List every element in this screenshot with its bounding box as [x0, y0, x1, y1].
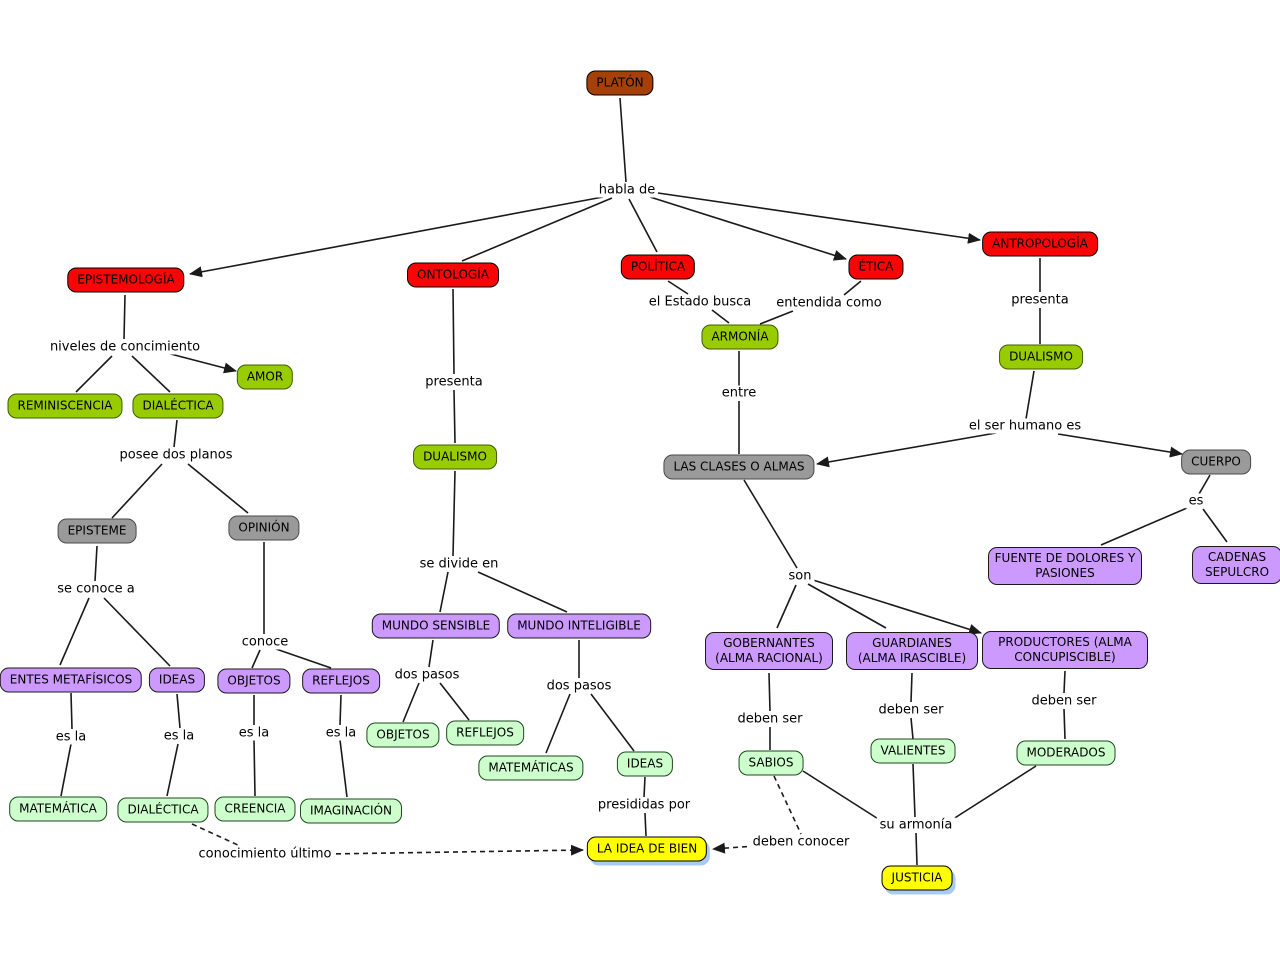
node-las-clases-o-almas[interactable]: LAS CLASES O ALMAS	[663, 454, 815, 480]
node-dialectica[interactable]: DIALÉCTICA	[132, 393, 224, 419]
node-dialectica-nivel[interactable]: DIALÉCTICA	[117, 797, 209, 823]
edge-label-el-estado-busca: el Estado busca	[645, 294, 755, 310]
edge-label-habla-de: habla de	[595, 182, 659, 198]
edge-label-deben-ser-3: deben ser	[1028, 693, 1100, 709]
node-etica[interactable]: ÉTICA	[848, 254, 904, 280]
node-reflejos[interactable]: REFLEJOS	[302, 668, 380, 694]
node-fuente-de-dolores[interactable]: FUENTE DE DOLORES Y PASIONES	[988, 547, 1142, 585]
edge-label-es-la-3: es la	[235, 725, 273, 741]
node-dualismo-ontologia[interactable]: DUALISMO	[413, 444, 497, 470]
edge-label-es-la-4: es la	[322, 725, 360, 741]
edge-label-es-la-2: es la	[160, 728, 198, 744]
node-matematicas[interactable]: MATEMÁTICAS	[478, 755, 584, 781]
edge-label-se-divide-en: se divide en	[416, 556, 502, 572]
edge-label-niveles: niveles de concimiento	[46, 339, 204, 355]
edge-label-deben-ser-2: deben ser	[875, 702, 947, 718]
edge-label-entre: entre	[718, 385, 760, 401]
edge-label-presenta-antropologia: presenta	[1008, 292, 1072, 308]
node-politica[interactable]: POLÍTICA	[620, 254, 696, 280]
node-justicia[interactable]: JUSTICIA	[881, 865, 953, 891]
edge-label-conoce: conoce	[238, 634, 292, 650]
node-mundo-inteligible[interactable]: MUNDO INTELIGIBLE	[507, 613, 651, 639]
node-objetos[interactable]: OBJETOS	[217, 668, 291, 694]
node-dualismo-antropologia[interactable]: DUALISMO	[999, 344, 1083, 370]
node-mundo-sensible[interactable]: MUNDO SENSIBLE	[371, 613, 501, 639]
node-moderados[interactable]: MODERADOS	[1016, 740, 1116, 766]
node-ideas[interactable]: IDEAS	[148, 667, 206, 693]
edge-label-dos-pasos-1: dos pasos	[391, 667, 463, 683]
node-reminiscencia[interactable]: REMINISCENCIA	[7, 393, 123, 419]
node-imaginacion[interactable]: IMAGINACIÓN	[299, 798, 403, 824]
node-sabios[interactable]: SABIOS	[738, 750, 804, 776]
node-creencia[interactable]: CREENCIA	[214, 796, 296, 822]
edge-label-es: es	[1185, 493, 1207, 509]
edge-label-deben-ser-1: deben ser	[734, 711, 806, 727]
node-guardianes[interactable]: GUARDIANES (ALMA IRASCIBLE)	[846, 632, 978, 670]
node-productores[interactable]: PRODUCTORES (ALMA CONCUPISCIBLE)	[982, 631, 1148, 669]
edges	[59, 97, 1228, 866]
edge-label-conocimiento-ultimo: conocimiento último	[195, 846, 335, 862]
edge-label-presenta-ontologia: presenta	[422, 374, 486, 390]
edge-label-su-armonia: su armonía	[876, 817, 956, 833]
edge-label-se-conoce-a: se conoce a	[54, 581, 138, 597]
edge-label-posee-dos-planos: posee dos planos	[116, 447, 236, 463]
edge-label-dos-pasos-2: dos pasos	[543, 678, 615, 694]
node-antropologia[interactable]: ANTROPOLOGÍA	[982, 231, 1098, 257]
node-valientes[interactable]: VALIENTES	[870, 738, 956, 764]
node-matematica[interactable]: MATEMÁTICA	[9, 796, 107, 822]
node-platon[interactable]: PLATÓN	[586, 70, 654, 96]
edge-label-entendida-como: entendida como	[773, 295, 885, 311]
edge-label-es-la-1: es la	[52, 729, 90, 745]
node-opinion[interactable]: OPINIÓN	[228, 515, 300, 541]
edge-label-son: son	[785, 568, 815, 584]
node-episteme[interactable]: EPISTEME	[57, 518, 137, 544]
node-armonia[interactable]: ARMONÍA	[701, 324, 779, 350]
node-cuerpo[interactable]: CUERPO	[1181, 449, 1251, 475]
edge-label-el-ser-humano-es: el ser humano es	[965, 418, 1085, 434]
node-amor[interactable]: AMOR	[236, 364, 294, 390]
node-cadenas-sepulcro[interactable]: CADENAS SEPULCRO	[1192, 546, 1280, 584]
node-entes-metafisicos[interactable]: ENTES METAFÍSICOS	[0, 667, 143, 693]
node-ontologia[interactable]: ONTOLOGÍA	[407, 262, 499, 288]
node-gobernantes[interactable]: GOBERNANTES (ALMA RACIONAL)	[705, 632, 833, 670]
edge-label-deben-conocer: deben conocer	[749, 834, 853, 850]
edge-label-presididas-por: presididas por	[594, 797, 694, 813]
node-la-idea-de-bien[interactable]: LA IDEA DE BIEN	[586, 836, 708, 862]
node-reflejos-paso[interactable]: REFLEJOS	[446, 720, 524, 746]
node-epistemologia[interactable]: EPISTEMOLOGÍA	[67, 267, 185, 293]
node-objetos-paso[interactable]: OBJETOS	[366, 722, 440, 748]
node-ideas-paso[interactable]: IDEAS	[616, 751, 674, 777]
